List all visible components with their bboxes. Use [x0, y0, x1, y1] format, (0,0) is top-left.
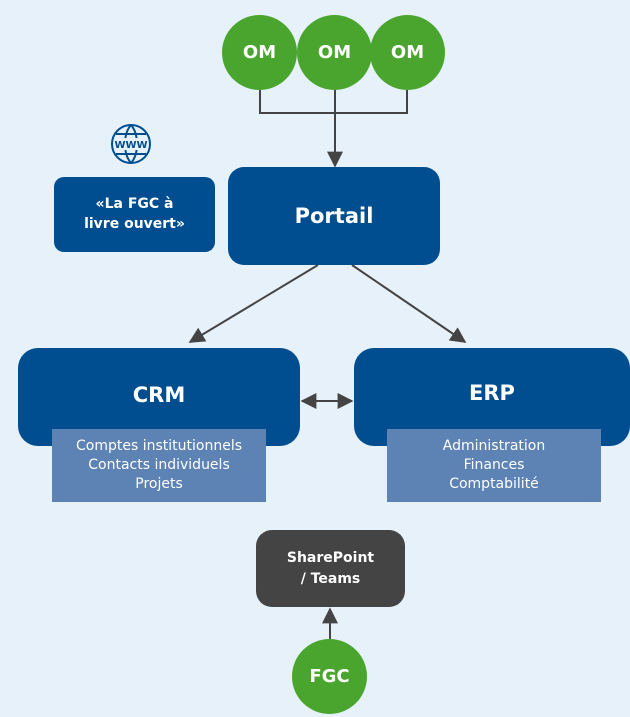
sharepoint-line2: / Teams: [300, 570, 361, 587]
fgc-open-book-box: «La FGC à livre ouvert»: [54, 177, 215, 252]
erp-label: ERP: [469, 381, 515, 405]
fgc-open-book-line1: «La FGC à: [95, 195, 174, 212]
fgc-open-book-line2: livre ouvert»: [84, 215, 185, 232]
om-node-1: OM: [222, 15, 297, 90]
fgc-label: FGC: [309, 666, 350, 687]
fgc-node: FGC: [292, 639, 367, 714]
om-node-label: OM: [242, 42, 277, 63]
om-node-2: OM: [297, 15, 372, 90]
om-node-label: OM: [390, 42, 425, 63]
portail-label: Portail: [294, 204, 374, 228]
crm-item: Projets: [135, 476, 183, 492]
portail-box: Portail: [228, 167, 440, 265]
erp-details: Administration Finances Comptabilité: [387, 429, 601, 502]
om-node-3: OM: [370, 15, 445, 90]
www-globe-icon: WWW: [111, 124, 151, 164]
om-connector-left: [259, 90, 408, 114]
crm-label: CRM: [132, 383, 186, 407]
erp-item: Administration: [442, 438, 546, 454]
portail-to-erp-arrow: [351, 264, 467, 343]
om-node-label: OM: [317, 42, 352, 63]
sharepoint-line1: SharePoint: [286, 550, 375, 567]
erp-item: Finances: [463, 457, 525, 473]
crm-details: Comptes institutionnels Contacts individ…: [52, 429, 266, 502]
erp-item: Comptabilité: [449, 476, 539, 492]
www-icon-text: WWW: [114, 140, 147, 151]
crm-item: Comptes institutionnels: [76, 438, 242, 454]
portail-to-crm-arrow: [188, 264, 319, 343]
crm-item: Contacts individuels: [88, 457, 230, 473]
sharepoint-teams-box: SharePoint / Teams: [256, 530, 405, 607]
